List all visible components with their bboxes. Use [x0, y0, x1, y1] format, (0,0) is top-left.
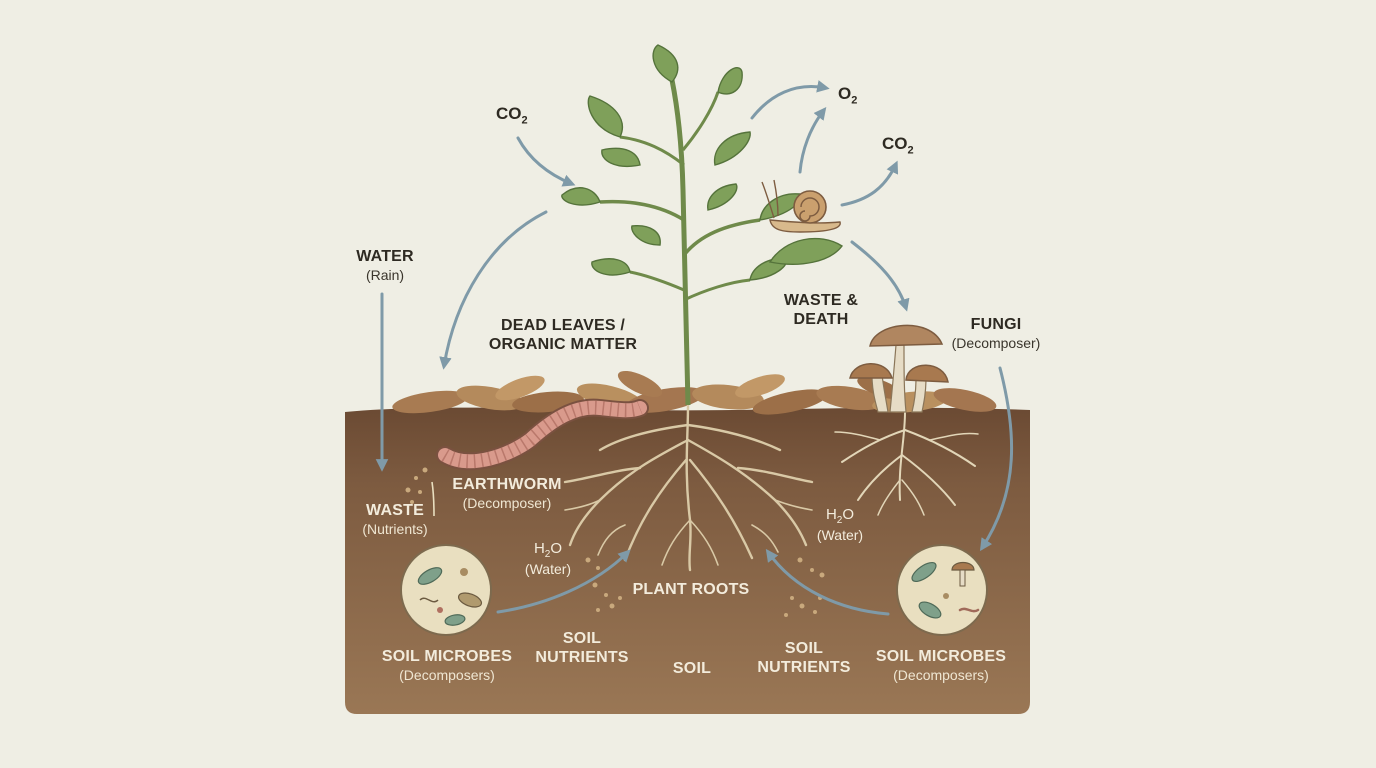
- h2o-left-subtitle: (Water): [524, 561, 572, 577]
- earthworm-title: EARTHWORM: [452, 476, 562, 493]
- water-subtitle: (Rain): [365, 266, 405, 283]
- soil-nutrients-left-label: SOIL NUTRIENTS: [526, 630, 638, 668]
- h2o-left-formula: H2O: [512, 540, 584, 561]
- soil-nutrients-right-line1: SOIL: [784, 640, 824, 657]
- h2o-right-subtitle: (Water): [816, 527, 864, 543]
- soil-microbes-right-title: SOIL MICROBES: [875, 648, 1007, 665]
- nutrient-particles: [405, 467, 825, 617]
- waste-title: WASTE: [366, 502, 424, 519]
- snail-drawing: [761, 179, 841, 233]
- water-title: WATER: [356, 248, 414, 265]
- waste-nutrients-label: WASTE (Nutrients): [348, 502, 442, 537]
- soil-microbes-left-label: SOIL MICROBES (Decomposers): [370, 648, 524, 683]
- h2o-right-subscript: 2: [836, 515, 843, 526]
- earthworm-label: EARTHWORM (Decomposer): [440, 476, 574, 511]
- waste-subtitle: (Nutrients): [362, 520, 428, 537]
- earthworm-leader-line: [431, 481, 435, 517]
- co2-intake-arrow: [516, 136, 576, 187]
- soil-microbes-right-subtitle: (Decomposers): [893, 666, 989, 683]
- co2-left-text: CO: [496, 104, 522, 123]
- flow-arrows: [375, 80, 1014, 616]
- h2o-right-o: O: [842, 506, 855, 523]
- o2-up-arrow: [798, 107, 827, 174]
- soil-nutrients-left-line1: SOIL: [562, 630, 602, 647]
- soil-nutrients-right-label: SOIL NUTRIENTS: [748, 640, 860, 678]
- waste-death-label: WASTE & DEATH: [776, 292, 866, 330]
- co2-left-label: CO2: [496, 104, 528, 126]
- dead-leaves-line2: ORGANIC MATTER: [488, 335, 638, 353]
- co2-right-subscript: 2: [907, 144, 914, 157]
- o2-subscript: 2: [851, 94, 858, 107]
- waste-death-arrow: [850, 240, 910, 312]
- co2-release-arrow: [840, 160, 899, 207]
- plant-drawing: [561, 44, 844, 406]
- fungi-label: FUNGI (Decomposer): [934, 316, 1058, 351]
- plant-roots-drawing: [563, 403, 814, 572]
- o2-label: O2: [838, 84, 857, 106]
- plant-roots-label: PLANT ROOTS: [620, 581, 762, 600]
- dead-leaves-label: DEAD LEAVES / ORGANIC MATTER: [470, 317, 656, 355]
- mushrooms-drawing: [849, 324, 949, 413]
- fungi-to-microbes-arrow: [979, 366, 1014, 552]
- soil-label: SOIL: [660, 660, 724, 679]
- earthworm-drawing: [436, 398, 649, 471]
- co2-right-label: CO2: [882, 134, 914, 156]
- soil-microbes-left-subtitle: (Decomposers): [399, 666, 495, 683]
- leaf-litter: [392, 370, 997, 415]
- leaf-drop-arrow: [439, 210, 548, 370]
- h2o-left-h: H: [533, 540, 545, 557]
- soil-microbes-left-title: SOIL MICROBES: [381, 648, 513, 665]
- soil-microbes-left-drawing: [400, 544, 492, 636]
- h2o-right-formula: H2O: [804, 506, 876, 527]
- soil-nutrients-right-line2: NUTRIENTS: [757, 658, 851, 676]
- h2o-left-o: O: [550, 540, 563, 557]
- earthworm-subtitle: (Decomposer): [462, 494, 552, 511]
- soil-nutrients-left-line2: NUTRIENTS: [535, 648, 629, 666]
- nutrients-to-roots-left-arrow: [496, 549, 631, 614]
- h2o-left-subscript: 2: [544, 549, 551, 560]
- co2-left-subscript: 2: [521, 114, 528, 127]
- h2o-right-h: H: [825, 506, 837, 523]
- soil-microbes-right-label: SOIL MICROBES (Decomposers): [864, 648, 1018, 683]
- waste-death-line2: DEATH: [793, 310, 849, 328]
- co2-right-text: CO: [882, 134, 908, 153]
- plant-roots-text: PLANT ROOTS: [632, 581, 750, 598]
- water-rain-label: WATER (Rain): [346, 248, 424, 283]
- soil-text: SOIL: [672, 660, 712, 677]
- h2o-right-label: H2O (Water): [804, 506, 876, 544]
- h2o-left-label: H2O (Water): [512, 540, 584, 578]
- dead-leaves-line1: DEAD LEAVES /: [500, 317, 626, 334]
- soil-layer: [345, 407, 1030, 714]
- waste-death-line1: WASTE &: [783, 292, 859, 309]
- fungi-subtitle: (Decomposer): [951, 334, 1041, 351]
- o2-text: O: [838, 84, 852, 103]
- fungi-title: FUNGI: [970, 316, 1022, 333]
- fungi-hyphae-drawing: [834, 411, 979, 516]
- nutrients-to-roots-right-arrow: [765, 548, 890, 616]
- o2-release-arrow: [750, 80, 830, 120]
- soil-microbes-right-drawing: [896, 544, 988, 636]
